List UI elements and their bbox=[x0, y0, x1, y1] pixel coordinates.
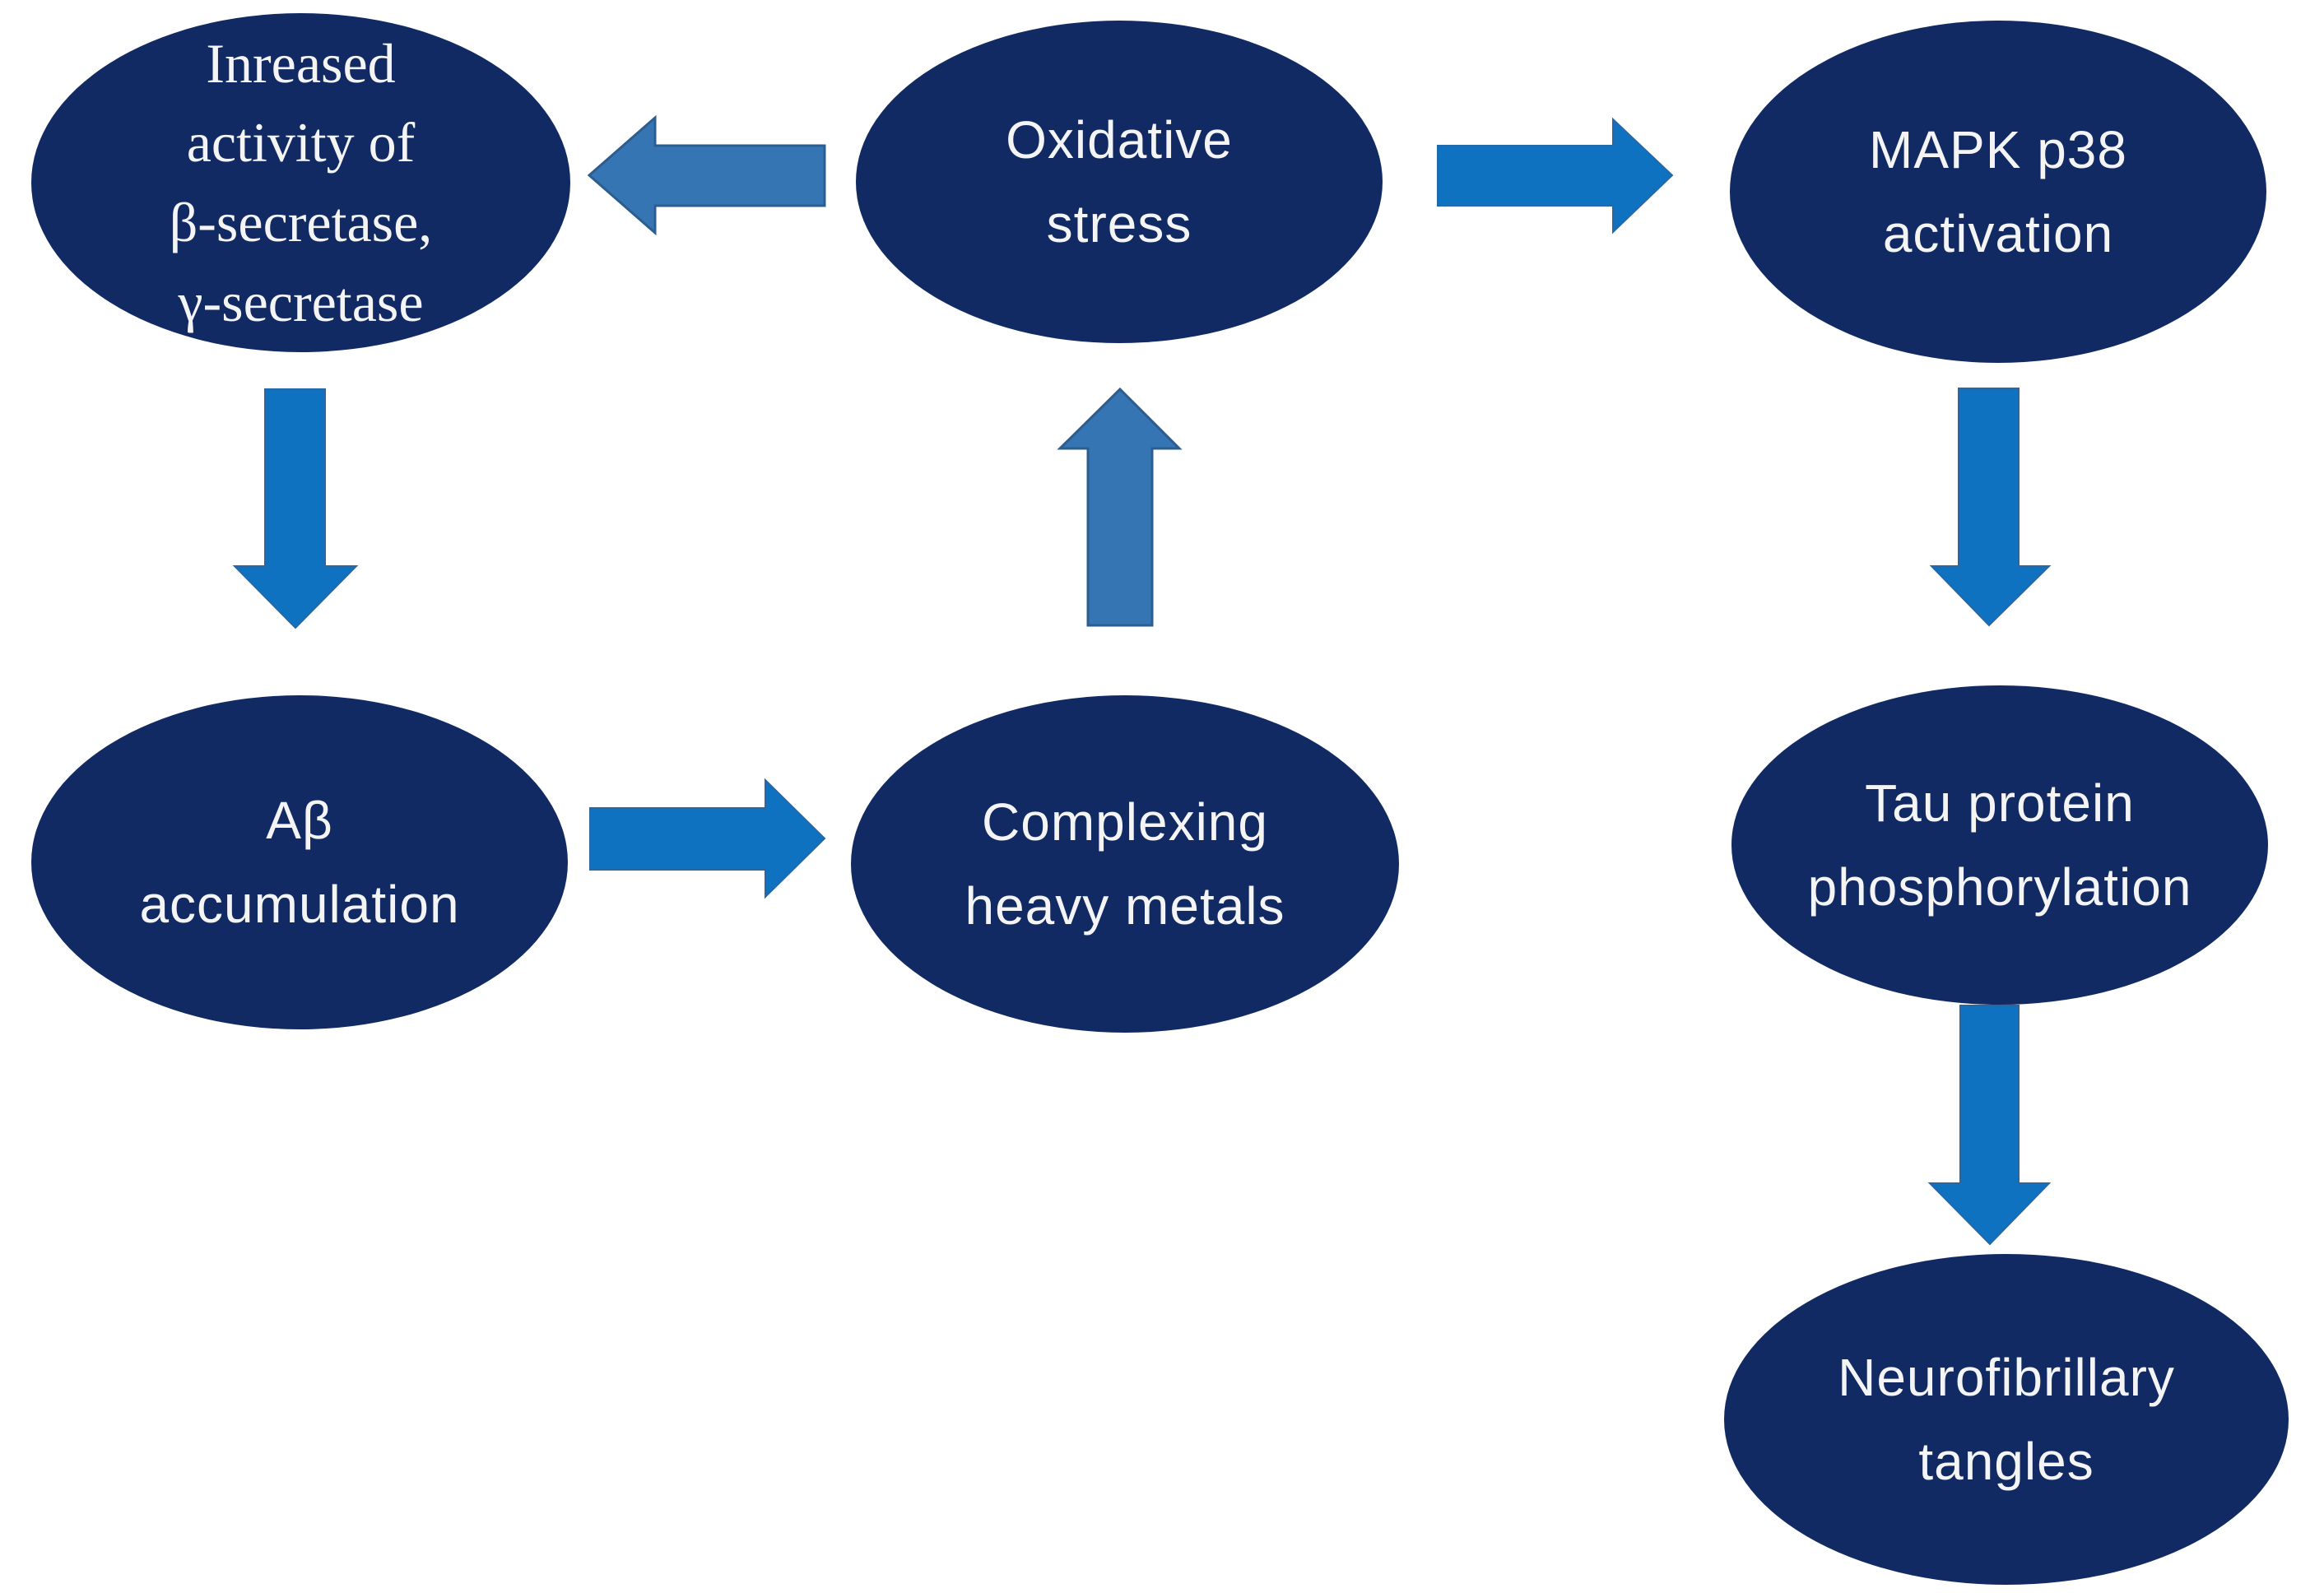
node-complexing-heavy-metals: Complexing heavy metals bbox=[851, 695, 1399, 1033]
arrow-complexing-to-oxidative bbox=[1057, 387, 1183, 627]
arrow-oxidative-to-mapk bbox=[1437, 117, 1674, 235]
arrow-mapk-to-tau bbox=[1929, 388, 2052, 627]
node-neurofibrillary-tangles-label: Neurofibrillary tangles bbox=[1838, 1347, 2175, 1491]
arrow-increased-activity-to-ab-accumulation bbox=[232, 388, 359, 629]
node-neurofibrillary-tangles: Neurofibrillary tangles bbox=[1724, 1254, 2289, 1585]
arrow-oxidative-to-increased-activity bbox=[587, 114, 826, 236]
arrow-tau-to-neurofibrillary bbox=[1927, 1005, 2052, 1246]
node-ab-accumulation-label: Aβ accumulation bbox=[139, 790, 460, 934]
node-increased-activity-label: Inreased activity of β-secretase, γ-secr… bbox=[169, 31, 433, 333]
node-complexing-heavy-metals-label: Complexing heavy metals bbox=[964, 792, 1285, 936]
node-tau-phosphorylation-label: Tau protein phosphorylation bbox=[1807, 773, 2192, 917]
node-tau-phosphorylation: Tau protein phosphorylation bbox=[1731, 685, 2268, 1005]
node-mapk-p38: MAPK p38 activation bbox=[1730, 21, 2266, 363]
arrow-ab-accumulation-to-complexing bbox=[589, 778, 826, 899]
node-ab-accumulation: Aβ accumulation bbox=[31, 695, 568, 1029]
node-oxidative-stress: Oxidative stress bbox=[856, 21, 1383, 343]
node-increased-activity: Inreased activity of β-secretase, γ-secr… bbox=[31, 13, 570, 352]
node-mapk-p38-label: MAPK p38 activation bbox=[1869, 119, 2127, 263]
node-oxidative-stress-label: Oxidative stress bbox=[1006, 109, 1233, 253]
